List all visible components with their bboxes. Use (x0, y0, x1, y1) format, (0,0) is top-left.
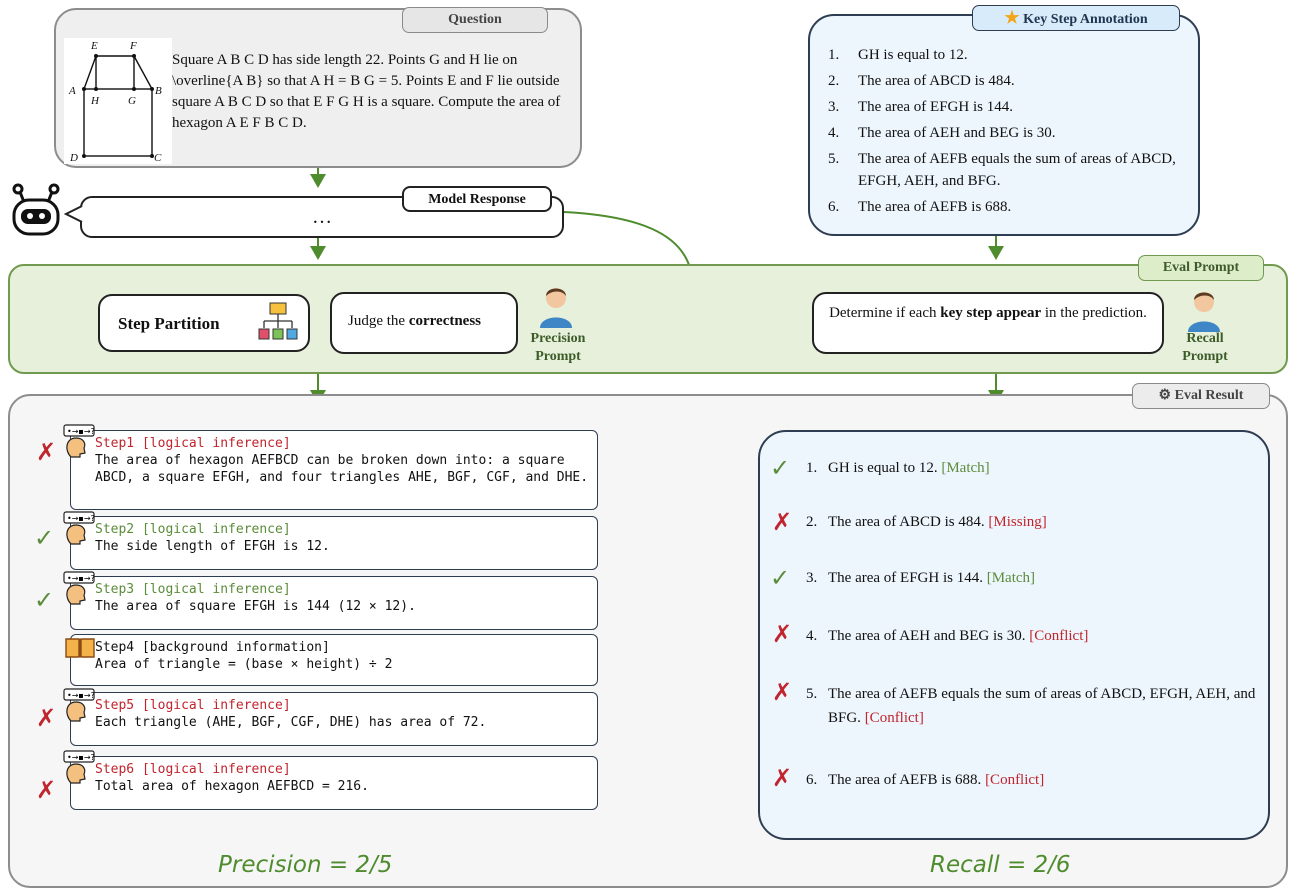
eval-result-tab: ⚙ Eval Result (1132, 383, 1270, 409)
model-response-tab: Model Response (402, 186, 552, 212)
thinking-head-icon: •→▪→? (63, 571, 95, 605)
match-tag: [Match] (941, 460, 990, 476)
fig-label-g: G (128, 95, 136, 107)
precision-prompt-text: Judge the correctness (348, 313, 482, 329)
fig-label-e: E (90, 40, 98, 52)
step-partition-box: Step Partition (98, 294, 310, 352)
star-icon: ★ (1004, 8, 1020, 27)
key-step-item: 2.The area of ABCD is 484. (828, 73, 1015, 89)
key-step-item: 3.The area of EFGH is 144. (828, 99, 1013, 115)
conflict-tag: [Conflict] (864, 710, 924, 726)
precision-prompt-label: Precision Prompt (530, 331, 586, 364)
step-partition-label: Step Partition (118, 314, 220, 333)
step-card: Step5 [logical inference] Each triangle … (70, 692, 598, 746)
conflict-tag: [Conflict] (985, 772, 1045, 788)
square-figure: E F A H G B D C (64, 38, 172, 164)
recall-row: 6.The area of AEFB is 688. [Conflict] (806, 772, 1045, 788)
bubble-tail (64, 205, 83, 223)
cross-icon: ✗ (772, 508, 793, 536)
svg-text:•→▪→?: •→▪→? (67, 574, 95, 583)
step-card: Step3 [logical inference] The area of sq… (70, 576, 598, 630)
precision-metric: Precision = 2/5 (218, 852, 393, 878)
thinking-head-icon: •→▪→? (63, 750, 95, 784)
step-header: Step5 [logical inference] (95, 698, 291, 713)
question-text: Square A B C D has side length 22. Point… (172, 52, 561, 131)
cross-icon: ✗ (36, 704, 57, 732)
recall-row: 5.The area of AEFB equals the sum of are… (806, 686, 1256, 726)
person-icon (1188, 292, 1220, 332)
precision-prompt-bubble: Judge the correctness (330, 292, 518, 354)
cross-icon: ✗ (772, 678, 793, 706)
key-step-box (808, 14, 1200, 236)
step-body: Area of triangle = (base × height) ÷ 2 (95, 657, 393, 672)
openai-icon: ⚙ (1158, 388, 1172, 403)
svg-text:•→▪→?: •→▪→? (67, 514, 95, 523)
step-header: Step3 [logical inference] (95, 582, 291, 597)
step-header: Step4 [background information] (95, 640, 330, 655)
recall-row: 2.The area of ABCD is 484. [Missing] (806, 514, 1047, 530)
check-icon: ✓ (770, 454, 791, 482)
step-card: Step4 [background information] Area of t… (70, 634, 598, 686)
thinking-head-icon: •→▪→? (63, 688, 95, 722)
key-step-list: 1.GH is equal to 12. 2.The area of ABCD … (828, 44, 1188, 222)
fig-label-c: C (154, 152, 162, 164)
person-icon (540, 288, 572, 328)
eval-result-tab-label: Eval Result (1174, 388, 1244, 403)
missing-tag: [Missing] (988, 514, 1047, 530)
recall-metric: Recall = 2/6 (930, 852, 1071, 878)
fig-label-a: A (68, 85, 76, 97)
svg-text:•→▪→?: •→▪→? (67, 691, 95, 700)
fig-label-h: H (90, 95, 100, 107)
match-tag: [Match] (986, 570, 1036, 586)
hierarchy-icon (258, 302, 298, 340)
cross-icon: ✗ (36, 438, 57, 466)
fig-label-f: F (129, 40, 137, 52)
step-card: Step6 [logical inference] Total area of … (70, 756, 598, 810)
recall-prompt-text: Determine if each key step appear in the… (829, 305, 1147, 321)
recall-row: 1.GH is equal to 12. [Match] (806, 460, 990, 476)
fig-label-b: B (155, 85, 162, 97)
key-step-tab-label: Key Step Annotation (1023, 12, 1148, 27)
step-header: Step6 [logical inference] (95, 762, 291, 777)
check-icon: ✓ (34, 524, 55, 552)
check-icon: ✓ (34, 586, 55, 614)
book-icon (65, 638, 95, 658)
step-body: The area of hexagon AEFBCD can be broken… (95, 453, 589, 485)
svg-text:•→▪→?: •→▪→? (67, 753, 95, 762)
thinking-head-icon: •→▪→? (63, 511, 95, 545)
recall-row: 3.The area of EFGH is 144. [Match] (806, 570, 1036, 586)
step-body: Total area of hexagon AEFBCD = 216. (95, 779, 369, 794)
step-header: Step2 [logical inference] (95, 522, 291, 537)
step-body: The side length of EFGH is 12. (95, 539, 330, 554)
recall-row: 4.The area of AEH and BEG is 30. [Confli… (806, 628, 1089, 644)
step-card: Step2 [logical inference] The side lengt… (70, 516, 598, 570)
key-step-item: 4.The area of AEH and BEG is 30. (828, 125, 1056, 141)
thinking-head-icon: •→▪→? (63, 424, 95, 458)
conflict-tag: [Conflict] (1029, 628, 1089, 644)
cross-icon: ✗ (36, 776, 57, 804)
key-step-item: 1.GH is equal to 12. (828, 47, 968, 63)
svg-text:•→▪→?: •→▪→? (67, 427, 95, 436)
question-tab: Question (402, 7, 548, 33)
check-icon: ✓ (770, 564, 791, 592)
step-body: Each triangle (AHE, BGF, CGF, DHE) has a… (95, 715, 487, 730)
step-card: Step1 [logical inference] The area of he… (70, 430, 598, 510)
recall-prompt-bubble: Determine if each key step appear in the… (812, 292, 1164, 354)
cross-icon: ✗ (772, 620, 793, 648)
recall-result-box (758, 430, 1270, 840)
robot-icon (12, 183, 60, 236)
recall-prompt-label: Recall Prompt (1182, 331, 1228, 364)
eval-prompt-tab: Eval Prompt (1138, 255, 1264, 281)
step-header: Step1 [logical inference] (95, 436, 291, 451)
cross-icon: ✗ (772, 764, 793, 792)
key-step-tab: ★ Key Step Annotation (972, 5, 1180, 31)
fig-label-d: D (69, 152, 78, 164)
model-response-text: … (312, 206, 332, 228)
key-step-item: 5.The area of AEFB equals the sum of are… (828, 151, 1176, 189)
key-step-item: 6.The area of AEFB is 688. (828, 199, 1012, 215)
step-body: The area of square EFGH is 144 (12 × 12)… (95, 599, 416, 614)
